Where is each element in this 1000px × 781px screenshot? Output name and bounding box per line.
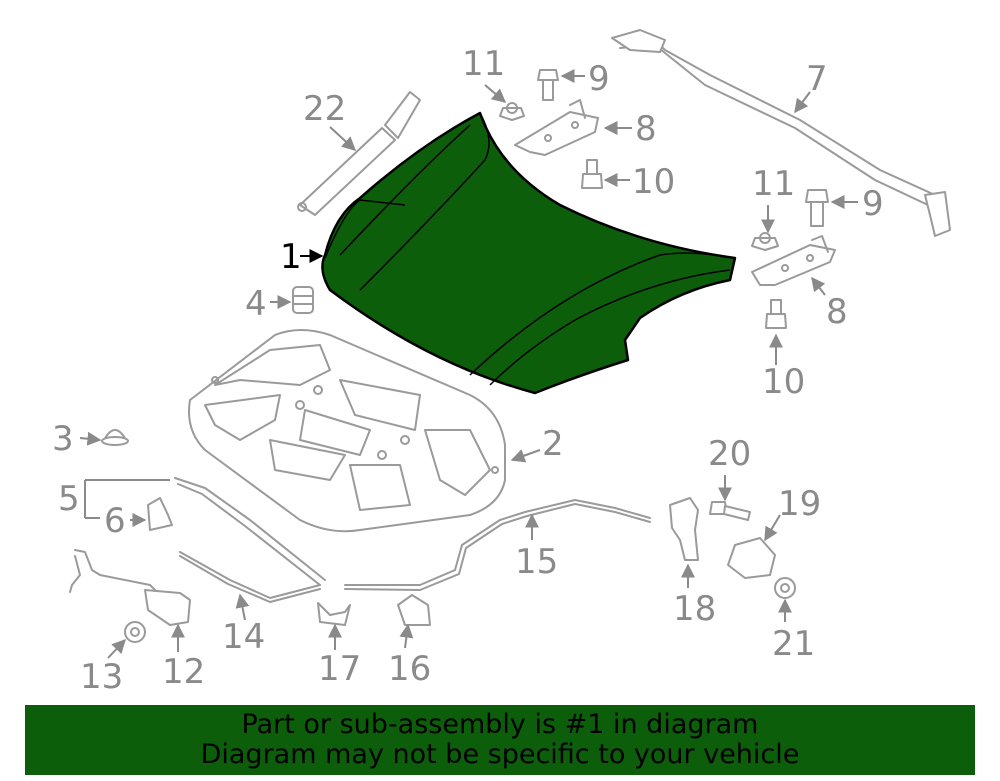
callout-17: 17 bbox=[318, 649, 361, 689]
callout-18: 18 bbox=[673, 589, 716, 629]
callout-6: 6 bbox=[104, 501, 126, 541]
callout-15: 15 bbox=[515, 542, 558, 582]
callout-1: 1 bbox=[280, 237, 302, 277]
callout-2: 2 bbox=[542, 424, 564, 464]
callout-16: 16 bbox=[388, 649, 431, 689]
callout-10-left: 10 bbox=[632, 162, 675, 202]
hood-latch-18 bbox=[669, 497, 699, 561]
callout-14: 14 bbox=[222, 617, 265, 657]
callout-20: 20 bbox=[708, 434, 751, 474]
bolt-9-left bbox=[537, 69, 559, 101]
nut-11-left bbox=[499, 102, 525, 121]
nut-11-right bbox=[751, 232, 779, 251]
insulator-clip bbox=[101, 429, 129, 446]
callout-9-right: 9 bbox=[862, 184, 884, 224]
bolt-10-right bbox=[765, 299, 787, 329]
hood-panel bbox=[321, 111, 737, 395]
bracket-16 bbox=[397, 594, 431, 626]
bracket-17 bbox=[317, 602, 351, 626]
callout-22: 22 bbox=[303, 89, 346, 129]
hood-lift-support bbox=[297, 91, 421, 216]
callout-9-left: 9 bbox=[588, 59, 610, 99]
callout-7: 7 bbox=[806, 59, 828, 99]
hood-bumper bbox=[292, 286, 314, 314]
bolt-9-right bbox=[805, 189, 829, 227]
bolt-20 bbox=[709, 501, 751, 521]
callout-13: 13 bbox=[80, 657, 123, 697]
info-banner: Part or sub-assembly is #1 in diagram Di… bbox=[25, 705, 975, 775]
callout-4: 4 bbox=[245, 284, 267, 324]
callout-8-right: 8 bbox=[826, 292, 848, 332]
callout-5: 5 bbox=[58, 479, 80, 519]
callout-12: 12 bbox=[162, 652, 205, 692]
callout-10-right: 10 bbox=[762, 362, 805, 402]
hood-weatherstrip bbox=[611, 29, 951, 237]
callout-19: 19 bbox=[778, 484, 821, 524]
callout-11-right: 11 bbox=[752, 164, 795, 204]
banner-line-2: Diagram may not be specific to your vehi… bbox=[200, 739, 800, 770]
hood-hinge-left bbox=[514, 99, 599, 156]
latch-release-cable-front bbox=[179, 551, 321, 603]
callout-3: 3 bbox=[52, 419, 74, 459]
nut-21 bbox=[774, 577, 796, 599]
hood-lock-assembly bbox=[69, 549, 191, 626]
hood-parts-diagram: 1 2 3 4 5 6 7 8 8 9 9 10 10 11 11 12 13 … bbox=[52, 29, 951, 697]
nut-13 bbox=[124, 621, 146, 643]
latch-release-cable bbox=[344, 499, 651, 591]
callout-11-left: 11 bbox=[462, 44, 505, 84]
release-cable bbox=[174, 477, 326, 586]
callout-21: 21 bbox=[772, 624, 815, 664]
bolt-10-left bbox=[581, 159, 603, 189]
leader-lines bbox=[79, 69, 858, 659]
hood-hinge-right bbox=[751, 235, 836, 286]
hood-insulator-pad bbox=[188, 329, 506, 533]
release-handle bbox=[147, 497, 173, 531]
hood-lock-19 bbox=[727, 537, 776, 579]
callout-8-left: 8 bbox=[635, 109, 657, 149]
banner-line-1: Part or sub-assembly is #1 in diagram bbox=[241, 709, 759, 740]
